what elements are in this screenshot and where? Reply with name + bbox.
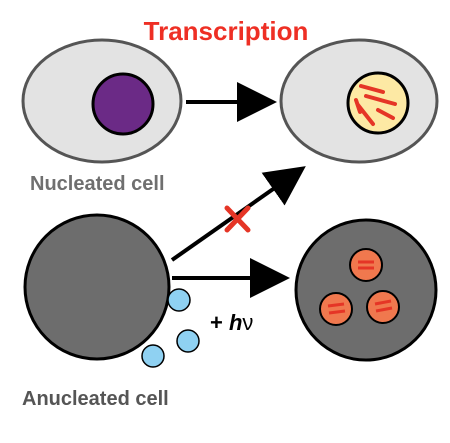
droplet-icon xyxy=(366,290,400,324)
diagram-title: Transcription xyxy=(144,16,309,46)
bubbles-icon xyxy=(141,288,200,368)
nucleus-icon xyxy=(91,72,155,136)
nucleated-cell xyxy=(21,38,183,164)
light-label: + hν xyxy=(210,310,253,335)
droplet-icon xyxy=(319,292,353,326)
red-x-icon xyxy=(224,205,251,233)
chromatin-icon xyxy=(354,84,397,126)
light-treated-cell xyxy=(294,218,438,362)
nucleated-cell-label: Nucleated cell xyxy=(30,173,165,195)
anucleated-cell-label: Anucleated cell xyxy=(22,388,169,410)
anucleated-cell xyxy=(23,213,171,361)
droplet-icon xyxy=(349,248,383,282)
transcribing-cell xyxy=(279,38,439,164)
